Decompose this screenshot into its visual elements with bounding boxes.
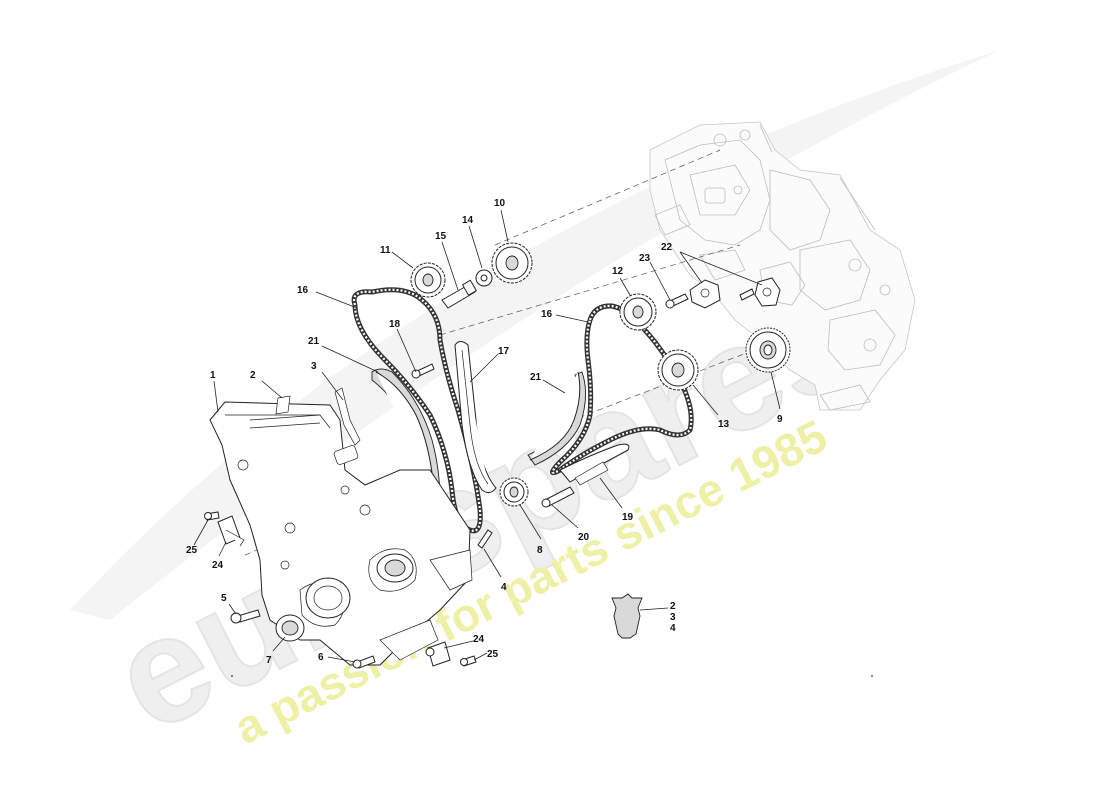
tensioner-arm-19	[559, 443, 630, 486]
callout-16b: 16	[541, 309, 553, 320]
bolt-15	[441, 279, 478, 309]
bolt-5	[230, 609, 261, 624]
callout-16a: 16	[297, 285, 309, 296]
sprocket-13	[657, 349, 699, 391]
washer-14	[475, 269, 493, 287]
timing-cover-1	[209, 401, 473, 666]
callout-4: 4	[501, 582, 507, 593]
callout-inset-a: 2	[670, 601, 676, 612]
sprocket-9	[745, 327, 791, 373]
watermark-swoosh	[70, 50, 1000, 620]
callout-22: 22	[661, 242, 673, 253]
callout-8: 8	[537, 545, 543, 556]
sprocket-11	[410, 262, 446, 298]
callout-21b: 21	[530, 372, 542, 383]
bolt-20	[541, 486, 575, 508]
callout-12: 12	[612, 266, 624, 277]
callout-13: 13	[718, 419, 730, 430]
callout-10: 10	[494, 198, 506, 209]
callout-3: 3	[311, 361, 317, 372]
gasket-2	[249, 395, 321, 429]
engine-block	[649, 121, 916, 411]
sensor-24-left	[217, 515, 245, 547]
stray-dot-right	[871, 675, 873, 677]
callout-23: 23	[639, 253, 651, 264]
callout-inset-b: 3	[670, 612, 676, 623]
callouts: 1 2 3 4 5 6 7 8 9 10 11 12 13 14 15 16 1…	[186, 198, 783, 666]
callout-19: 19	[622, 512, 634, 523]
callout-24b: 24	[473, 634, 485, 645]
sprocket-8	[499, 477, 529, 507]
callout-18: 18	[389, 319, 401, 330]
callout-25a: 25	[186, 545, 198, 556]
chain-guide-21-right	[527, 371, 586, 466]
inset-gasket	[611, 593, 643, 639]
callout-6: 6	[318, 652, 324, 663]
callout-17: 17	[498, 346, 510, 357]
chain-guide-17	[454, 341, 497, 494]
callout-20: 20	[578, 532, 590, 543]
callout-24a: 24	[212, 560, 224, 571]
callout-25b: 25	[487, 649, 499, 660]
bolt-18	[411, 363, 435, 379]
callout-9: 9	[777, 414, 783, 425]
callout-7: 7	[266, 655, 272, 666]
callout-inset-c: 4	[670, 623, 676, 634]
sprocket-12	[619, 293, 657, 331]
bolt-4	[477, 529, 493, 549]
bolt-25-left	[204, 511, 220, 521]
callout-15: 15	[435, 231, 447, 242]
callout-2: 2	[250, 370, 256, 381]
bolt-25-right	[460, 655, 477, 667]
sprocket-10	[491, 242, 533, 284]
callout-1: 1	[210, 370, 216, 381]
timing-chain-left	[351, 287, 483, 534]
leader-lines	[193, 209, 781, 663]
crank-seal-7	[275, 577, 351, 642]
callout-11: 11	[380, 245, 391, 256]
callout-14: 14	[462, 215, 474, 226]
gasket-3	[334, 387, 361, 446]
stray-dot-left	[231, 675, 233, 677]
bolt-23	[665, 293, 689, 309]
callout-5: 5	[221, 593, 227, 604]
callout-21a: 21	[308, 336, 320, 347]
